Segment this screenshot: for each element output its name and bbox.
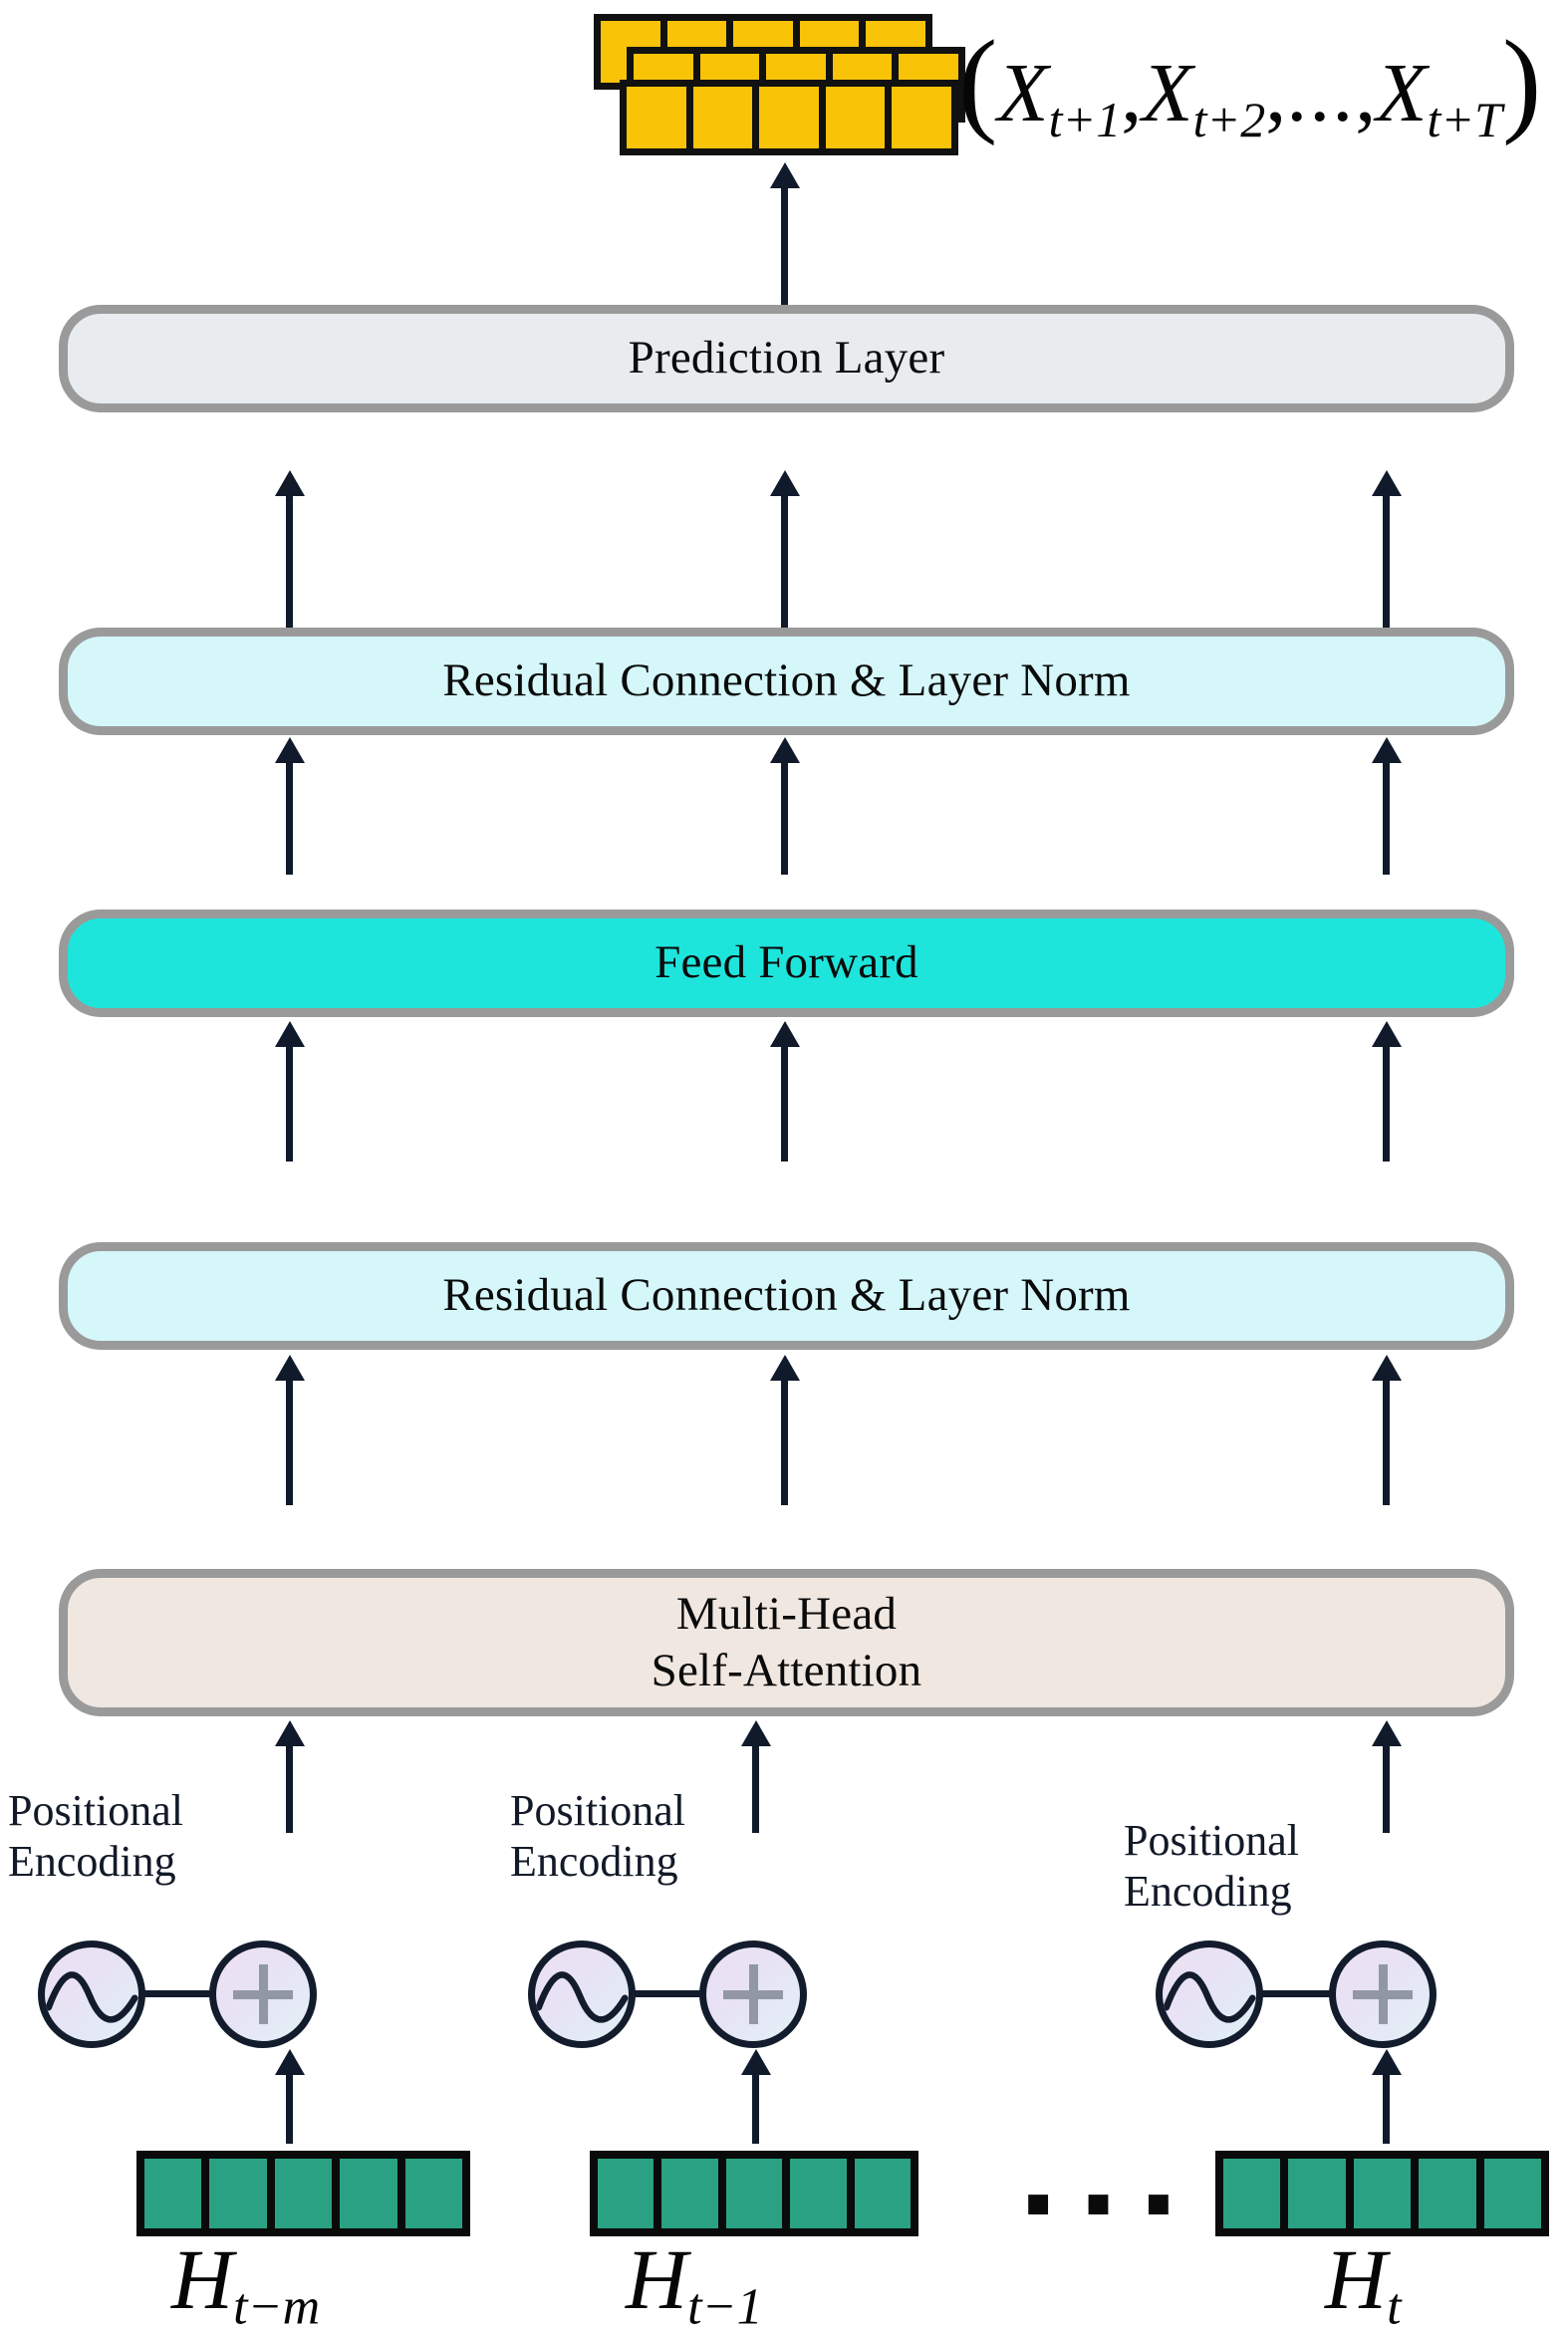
input-cell	[1483, 2159, 1542, 2228]
input-cell	[661, 2159, 718, 2228]
input-left-block-bar	[136, 2151, 470, 2236]
input-right-symbol-sub: t	[1387, 2278, 1402, 2329]
input-sequence-ellipsis: ▪ ▪ ▪	[1024, 2160, 1179, 2247]
input-cell	[404, 2159, 463, 2228]
arrow-residual-top-to-prediction-left	[286, 493, 293, 635]
formula-comma-2: ,	[1265, 47, 1287, 139]
pe-middle-sum-node	[699, 1941, 807, 2048]
formula-comma-1: ,	[1121, 47, 1143, 139]
formula-term-sub-2: t+2	[1192, 92, 1266, 147]
formula-term-base-2: X	[1142, 47, 1193, 139]
formula-term-sub-1: t+1	[1048, 92, 1122, 147]
arrow-input-left-to-pe-sum	[286, 2072, 293, 2144]
pe-middle-label: Positional Encoding	[510, 1786, 686, 1887]
input-middle-symbol-sub: t−1	[687, 2278, 763, 2329]
pe-right-connector	[1257, 1990, 1332, 1997]
prediction-layer-label: Prediction Layer	[628, 332, 945, 385]
input-cell	[209, 2159, 267, 2228]
pe-left-sine-icon	[38, 1941, 145, 2048]
arrow-attention-to-residual-bottom-middle	[781, 1378, 788, 1505]
residual-norm-bottom-box[interactable]: Residual Connection & Layer Norm	[59, 1242, 1514, 1350]
output-sequence-formula: (Xt+1,Xt+2,...,Xt+T)	[958, 14, 1541, 149]
arrow-pe-left-to-attention	[286, 1743, 293, 1833]
input-left-symbol-base: H	[171, 2231, 234, 2327]
prediction-layer-box[interactable]: Prediction Layer	[59, 305, 1514, 412]
output-block-bar-front	[620, 80, 958, 155]
arrow-feedforward-to-residual-top-middle	[781, 760, 788, 875]
arrow-pe-right-to-attention	[1383, 1743, 1390, 1833]
input-cell	[598, 2159, 654, 2228]
arrow-prediction-to-output	[781, 185, 788, 305]
arrow-input-right-to-pe-sum	[1383, 2072, 1390, 2144]
input-middle-block-bar	[590, 2151, 918, 2236]
input-cell	[1223, 2159, 1281, 2228]
feed-forward-box[interactable]: Feed Forward	[59, 909, 1514, 1017]
pe-right-label: Positional Encoding	[1124, 1816, 1300, 1917]
output-cell	[759, 87, 819, 148]
pe-left-sum-node	[209, 1941, 317, 2048]
arrow-attention-to-residual-bottom-right	[1383, 1378, 1390, 1505]
input-right-symbol-base: H	[1325, 2231, 1388, 2327]
arrow-feedforward-to-residual-top-left	[286, 760, 293, 875]
input-cell	[1353, 2159, 1412, 2228]
pe-right-sum-node	[1329, 1941, 1437, 2048]
output-cell	[692, 87, 753, 148]
input-cell	[725, 2159, 783, 2228]
formula-close-paren: )	[1501, 16, 1542, 146]
residual-norm-top-box[interactable]: Residual Connection & Layer Norm	[59, 628, 1514, 735]
input-right-block-bar	[1215, 2151, 1549, 2236]
plus-icon	[233, 1964, 293, 2024]
pe-left-connector	[139, 1990, 214, 1997]
plus-icon	[723, 1964, 783, 2024]
multi-head-attention-label: Multi-Head Self-Attention	[651, 1587, 922, 1696]
input-cell	[274, 2159, 333, 2228]
pe-middle-sine-icon	[528, 1941, 636, 2048]
input-middle-symbol: Ht−1	[626, 2229, 763, 2329]
multi-head-attention-box[interactable]: Multi-Head Self-Attention	[59, 1569, 1514, 1716]
input-middle-symbol-base: H	[626, 2231, 688, 2327]
pe-left-label: Positional Encoding	[8, 1786, 184, 1887]
arrow-residual-bottom-to-feedforward-left	[286, 1044, 293, 1162]
pe-right-sine-icon	[1156, 1941, 1263, 2048]
output-cell	[627, 87, 686, 148]
output-cell	[825, 87, 886, 148]
input-cell	[1419, 2159, 1476, 2228]
input-cell	[854, 2159, 912, 2228]
arrow-residual-top-to-prediction-middle	[781, 493, 788, 635]
input-cell	[790, 2159, 847, 2228]
arrow-residual-bottom-to-feedforward-middle	[781, 1044, 788, 1162]
arrow-attention-to-residual-bottom-left	[286, 1378, 293, 1505]
input-cell	[340, 2159, 397, 2228]
input-cell	[1288, 2159, 1346, 2228]
input-cell	[144, 2159, 202, 2228]
formula-last-term-base: X	[1376, 47, 1428, 139]
arrow-input-middle-to-pe-sum	[752, 2072, 759, 2144]
formula-ellipsis: ...	[1286, 47, 1356, 139]
formula-open-paren: (	[958, 16, 998, 146]
formula-comma-3: ,	[1355, 47, 1377, 139]
pe-middle-connector	[630, 1990, 704, 1997]
arrow-feedforward-to-residual-top-right	[1383, 760, 1390, 875]
residual-norm-top-label: Residual Connection & Layer Norm	[442, 654, 1131, 707]
feed-forward-label: Feed Forward	[654, 936, 918, 989]
residual-norm-bottom-label: Residual Connection & Layer Norm	[442, 1269, 1131, 1322]
input-left-symbol: Ht−m	[171, 2229, 320, 2329]
output-cell	[892, 87, 951, 148]
arrow-residual-top-to-prediction-right	[1383, 493, 1390, 635]
input-right-symbol: Ht	[1325, 2229, 1402, 2329]
formula-last-term-sub: t+T	[1427, 92, 1502, 147]
plus-icon	[1353, 1964, 1413, 2024]
formula-term-base-1: X	[997, 47, 1049, 139]
input-left-symbol-sub: t−m	[233, 2278, 321, 2329]
arrow-residual-bottom-to-feedforward-right	[1383, 1044, 1390, 1162]
arrow-pe-middle-to-attention	[752, 1743, 759, 1833]
